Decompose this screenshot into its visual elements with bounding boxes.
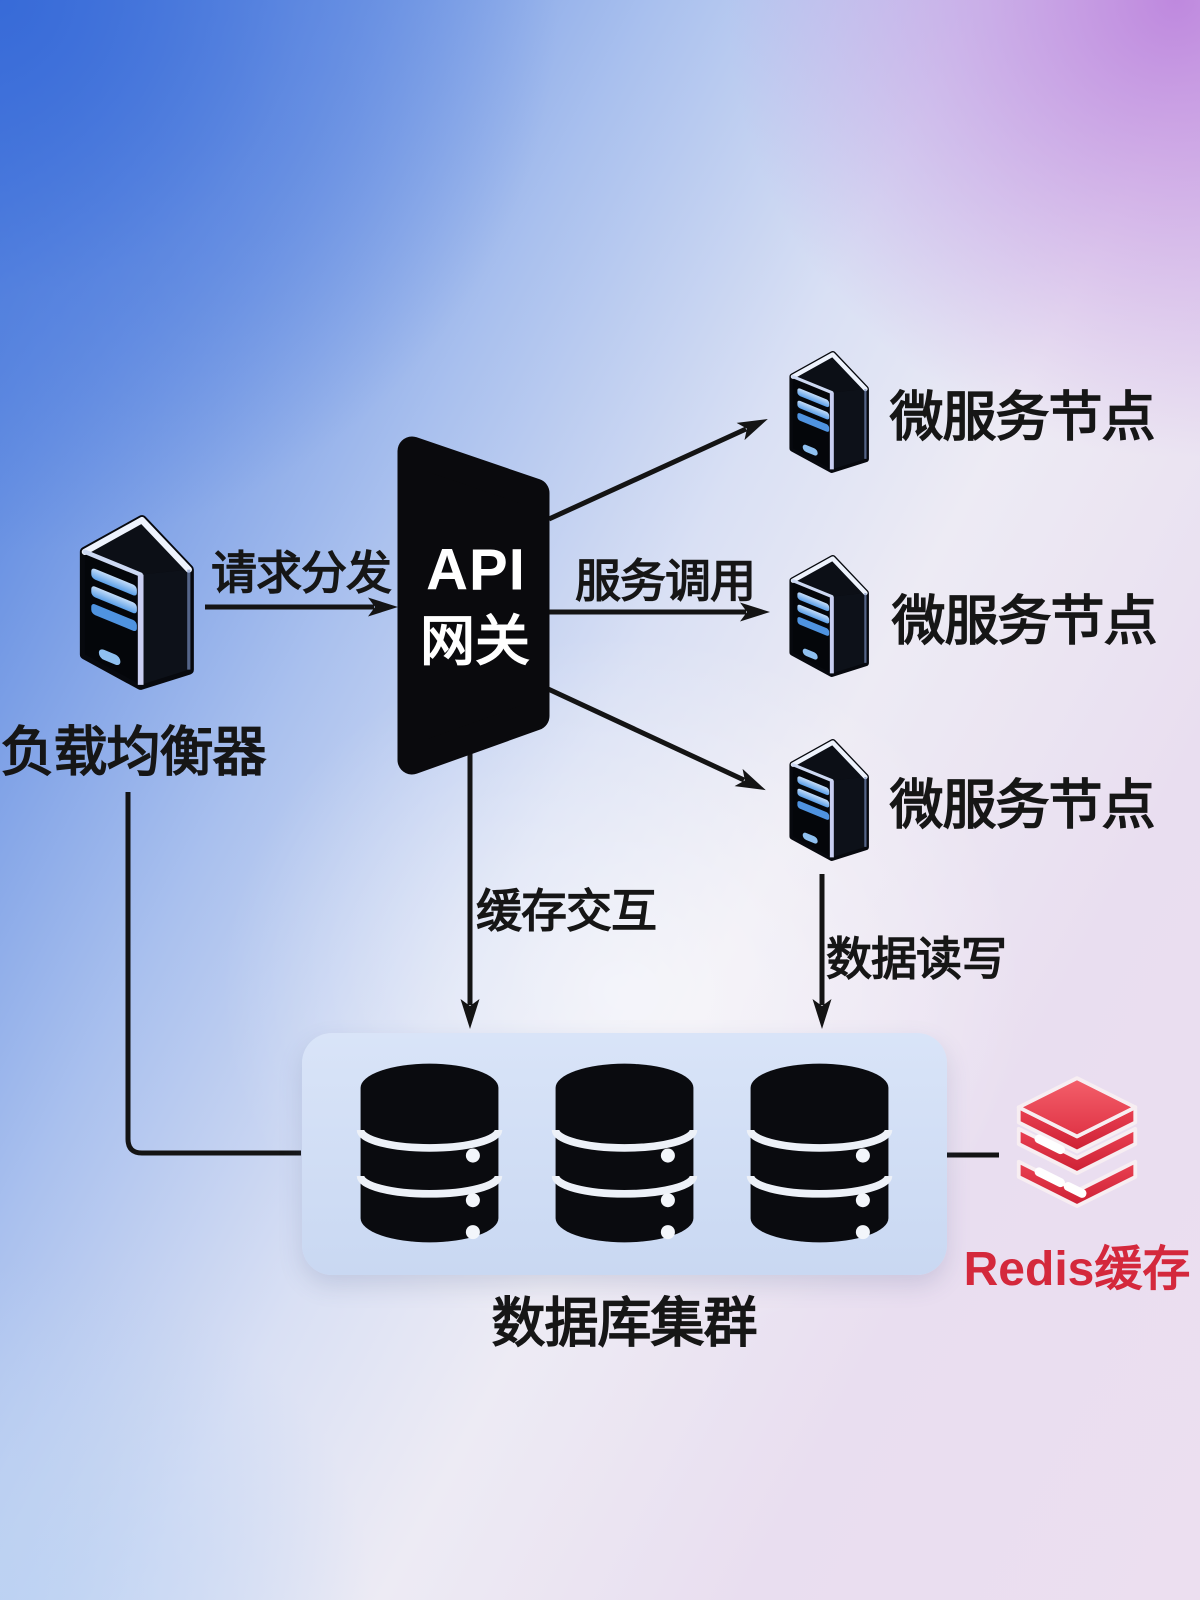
edge-label-request-dispatch: 请求分发 [211,547,392,599]
api-gateway-label-line2: 网关 [419,610,531,672]
microservice-3-icon [770,724,876,876]
redis-icon [1001,1068,1153,1220]
api-gateway-label-line1: API [426,537,526,603]
edge-label-data-read-write: 数据读写 [826,933,1007,985]
database-1-icon [352,1056,507,1250]
redis-label: Redis缓存 [963,1243,1191,1296]
api-gateway-node [397,436,550,775]
microservice-2-label: 微服务节点 [891,591,1158,652]
microservice-1-label: 微服务节点 [889,387,1156,448]
microservice-1-icon [770,336,876,488]
edge-lb-to-db [125,792,301,1156]
load-balancer-icon [52,495,204,710]
microservice-3-label: 微服务节点 [889,775,1156,836]
edge-label-cache-interaction: 缓存交互 [476,885,657,937]
microservice-2-icon [770,540,876,692]
database-cluster-label: 数据库集群 [491,1293,758,1354]
database-2-icon [547,1056,702,1250]
load-balancer-label: 负载均衡器 [0,722,267,783]
edge-gateway-to-ms3 [544,685,766,791]
edge-gateway-to-ms1 [547,419,768,522]
edge-label-service-call: 服务调用 [575,555,756,607]
database-3-icon [742,1056,897,1250]
